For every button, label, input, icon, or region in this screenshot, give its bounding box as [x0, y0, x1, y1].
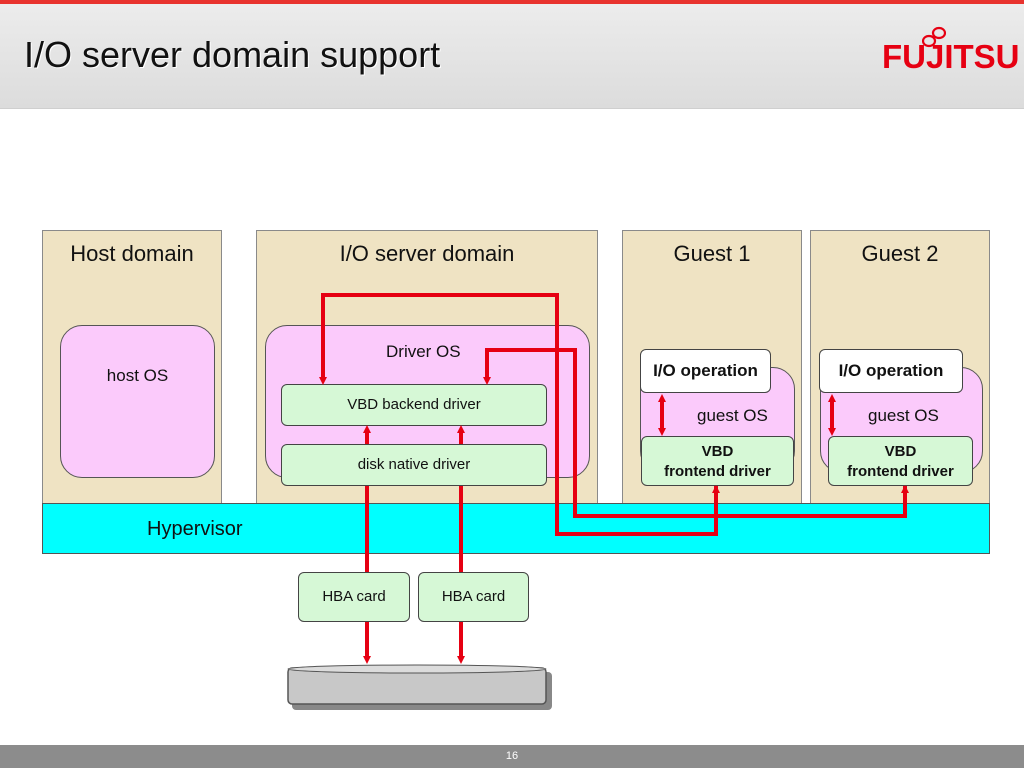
host-os-box: host OS — [60, 325, 215, 478]
hba-card-1: HBA card — [298, 572, 410, 622]
guest2-io-operation-label: I/O operation — [838, 361, 944, 380]
guest1-frontend-line1: VBD — [701, 443, 734, 460]
guest2-io-operation-box: I/O operation — [819, 349, 963, 393]
driver-os-label: Driver OS — [386, 342, 461, 361]
disk-storage-icon — [287, 664, 552, 710]
guest2-vbd-frontend-box: VBD frontend driver — [828, 436, 973, 486]
fujitsu-infinity-icon — [922, 26, 946, 48]
slide-footer: 16 — [0, 745, 1024, 768]
guest1-domain-label: Guest 1 — [673, 241, 751, 266]
guest1-os-label: guest OS — [697, 406, 768, 425]
vbd-backend-driver-box: VBD backend driver — [281, 384, 547, 426]
slide-title: I/O server domain support — [24, 34, 441, 75]
guest1-io-operation-label: I/O operation — [653, 361, 758, 380]
guest1-data-path — [319, 293, 718, 536]
hba-card-2: HBA card — [418, 572, 529, 622]
guest2-frontend-line1: VBD — [884, 443, 917, 460]
hypervisor-layer: Hypervisor — [42, 503, 990, 554]
guest2-frontend-line2: frontend driver — [847, 463, 954, 480]
guest1-io-operation-box: I/O operation — [640, 349, 771, 393]
slide-header: I/O server domain support FUJITSU — [0, 4, 1024, 109]
guest2-domain-label: Guest 2 — [861, 241, 939, 266]
io-server-domain-label: I/O server domain — [339, 241, 515, 266]
vbd-backend-driver-label: VBD backend driver — [347, 396, 481, 413]
page-number: 16 — [505, 750, 519, 762]
hba-card-2-label: HBA card — [441, 588, 506, 605]
disk-native-driver-box: disk native driver — [281, 444, 547, 486]
hba-card-1-label: HBA card — [322, 588, 386, 605]
guest2-os-label: guest OS — [868, 406, 939, 425]
top-accent-line — [0, 0, 1024, 4]
host-domain: Host domain host OS — [42, 230, 222, 504]
fujitsu-logo: FUJITSU — [882, 38, 1020, 75]
host-domain-label: Host domain — [70, 241, 194, 266]
disk-native-driver-label: disk native driver — [357, 456, 471, 473]
host-os-label: host OS — [106, 366, 169, 385]
hypervisor-label: Hypervisor — [147, 518, 243, 540]
guest1-frontend-line2: frontend driver — [664, 463, 771, 480]
guest2-data-path — [483, 348, 907, 518]
